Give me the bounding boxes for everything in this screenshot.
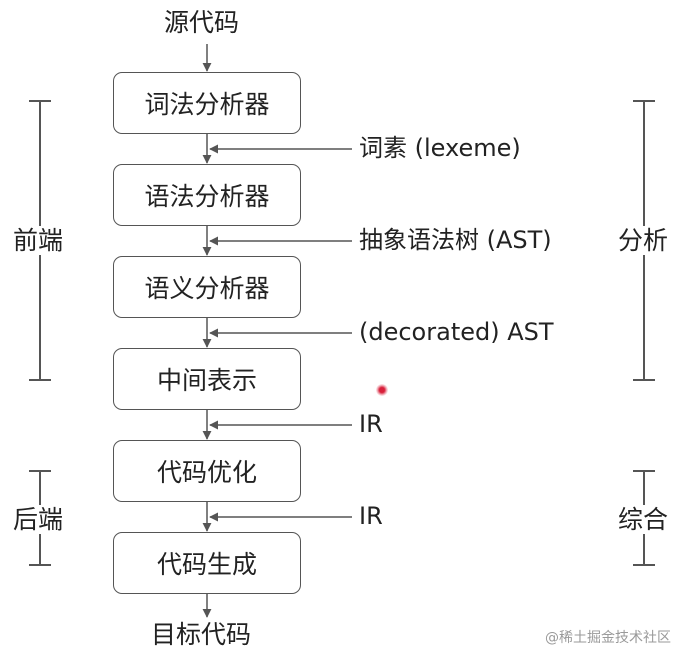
group-label-backend: 后端 bbox=[13, 505, 64, 534]
group-label-synthesis: 综合 bbox=[618, 505, 669, 534]
stage-box-semantic: 语义分析器 bbox=[113, 256, 301, 318]
output-label-decorated-ast: (decorated) AST bbox=[359, 318, 554, 346]
group-label-frontend: 前端 bbox=[13, 226, 64, 255]
output-label-ir-2: IR bbox=[359, 502, 383, 530]
pointer-dot bbox=[376, 384, 388, 396]
target-code-label: 目标代码 bbox=[151, 620, 252, 649]
stage-box-ir: 中间表示 bbox=[113, 348, 301, 410]
output-label-lexeme: 词素 (lexeme) bbox=[359, 134, 521, 162]
group-label-analysis: 分析 bbox=[618, 226, 669, 255]
stage-box-lexer: 词法分析器 bbox=[113, 72, 301, 134]
source-code-label: 源代码 bbox=[164, 8, 240, 37]
output-label-ast: 抽象语法树 (AST) bbox=[359, 226, 552, 254]
output-label-ir-1: IR bbox=[359, 410, 383, 438]
watermark: @稀土掘金技术社区 bbox=[545, 630, 671, 646]
stage-box-optimize: 代码优化 bbox=[113, 440, 301, 502]
stage-box-parser: 语法分析器 bbox=[113, 164, 301, 226]
stage-box-codegen: 代码生成 bbox=[113, 532, 301, 594]
